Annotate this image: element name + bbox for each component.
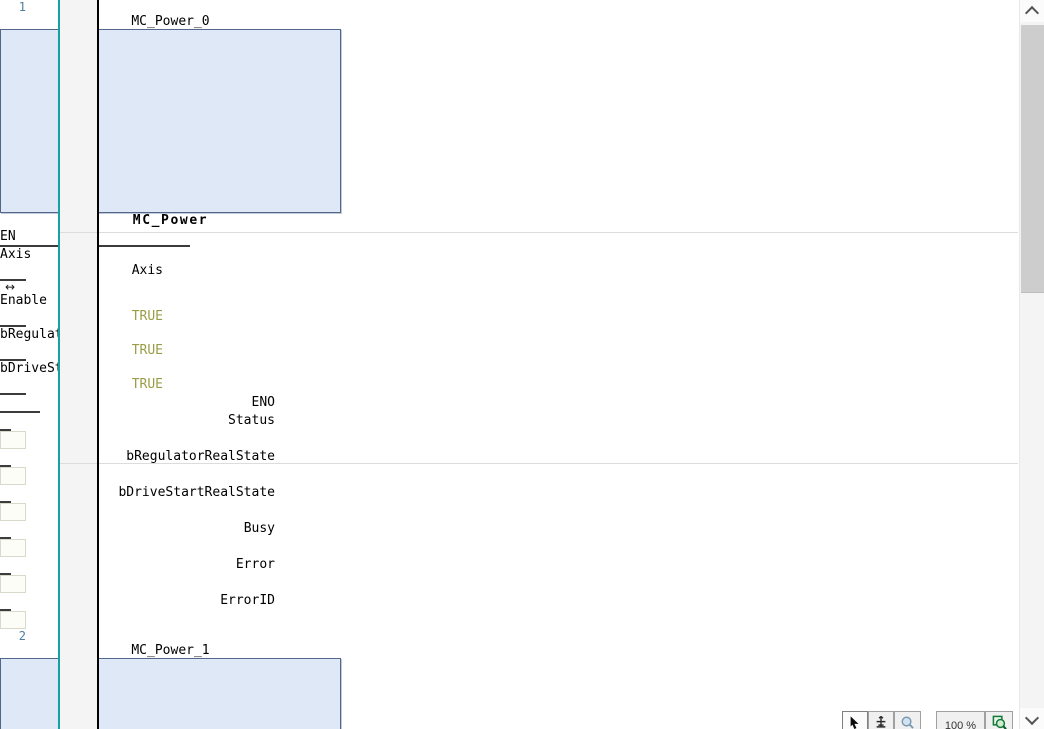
output-pin-label: ErrorID	[220, 593, 275, 609]
magnifier-icon	[901, 716, 914, 729]
network-separator	[58, 463, 1018, 464]
network-gutter	[60, 0, 97, 729]
output-pin-label: bRegulatorRealState	[126, 449, 275, 465]
output-operand-box[interactable]	[0, 611, 26, 630]
wire	[0, 429, 11, 432]
wire	[0, 393, 26, 396]
chevron-up-icon	[1024, 5, 1040, 21]
network-number[interactable]: 1	[18, 0, 26, 14]
block-type-label: MC_Power	[132, 213, 209, 229]
wire	[0, 573, 11, 576]
output-operand-box[interactable]	[0, 575, 26, 594]
zoom-tool-button[interactable]	[894, 711, 921, 729]
function-block[interactable]	[0, 29, 341, 214]
network-margin-line	[58, 0, 60, 729]
chevron-down-icon	[1024, 710, 1040, 725]
scrollbar-thumb[interactable]	[1021, 25, 1044, 293]
scrollbar-down-button[interactable]	[1020, 708, 1044, 729]
operand-value[interactable]: TRUE	[131, 343, 163, 359]
operand-value[interactable]: Axis	[131, 263, 163, 279]
wire	[0, 465, 11, 468]
output-pin-label: Status	[228, 413, 275, 429]
operand-value[interactable]: TRUE	[131, 377, 163, 393]
cursor-arrow-icon	[850, 716, 859, 729]
inout-arrow-icon: ↔	[4, 280, 16, 295]
input-pin-label: EN	[0, 229, 16, 245]
move-cross-icon	[876, 715, 886, 728]
output-pin-label: bDriveStartRealState	[118, 485, 275, 501]
block-instance-name[interactable]: MC_Power_0	[131, 14, 210, 29]
vertical-scrollbar[interactable]	[1019, 0, 1044, 729]
wire	[0, 537, 11, 540]
pan-tool-button[interactable]	[868, 711, 894, 729]
output-wire	[0, 411, 40, 414]
network-number[interactable]: 2	[18, 629, 26, 644]
zoom-fit-icon	[992, 715, 1007, 729]
select-tool-button[interactable]	[842, 711, 868, 729]
zoom-level-button[interactable]: 100 %	[936, 711, 985, 729]
output-operand-box[interactable]	[0, 467, 26, 486]
wire	[0, 359, 26, 362]
output-pin-label: ENO	[251, 395, 275, 411]
block-instance-name[interactable]: MC_Power_1	[131, 643, 210, 659]
input-pin-label: bDriveStart	[0, 361, 87, 377]
output-pin-label: Busy	[243, 521, 275, 537]
input-pin-label: Enable	[0, 293, 47, 309]
output-operand-box[interactable]	[0, 431, 26, 450]
input-pin-label: Axis	[0, 247, 32, 263]
wire	[0, 501, 11, 504]
wire	[0, 325, 26, 328]
power-rail	[97, 0, 99, 729]
scrollbar-up-button[interactable]	[1020, 0, 1044, 22]
network-separator	[58, 232, 1018, 233]
output-operand-box[interactable]	[0, 503, 26, 522]
output-pin-label: Error	[235, 557, 275, 573]
zoom-fit-button[interactable]	[985, 711, 1013, 729]
output-operand-box[interactable]	[0, 539, 26, 558]
operand-value[interactable]: TRUE	[131, 309, 163, 325]
function-block[interactable]	[0, 658, 341, 729]
input-pin-label: bRegulatorOn	[0, 327, 94, 343]
zoom-level-label: 100 %	[944, 720, 977, 729]
wire	[0, 279, 26, 282]
wire	[0, 609, 11, 612]
